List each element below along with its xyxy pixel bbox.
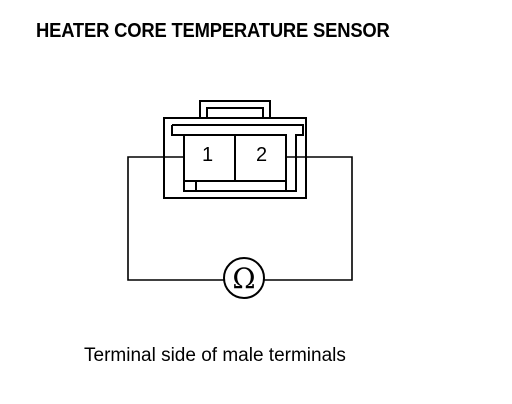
connector-housing [163,100,307,199]
terminal-1-label: 1 [202,144,213,166]
diagram-title: HEATER CORE TEMPERATURE SENSOR [36,20,390,42]
terminal-2-label: 2 [256,144,267,166]
ohmmeter-icon: Ω [223,257,265,299]
test-leads [127,156,353,281]
diagram-caption: Terminal side of male terminals [84,345,346,366]
ohm-symbol: Ω [232,262,255,295]
